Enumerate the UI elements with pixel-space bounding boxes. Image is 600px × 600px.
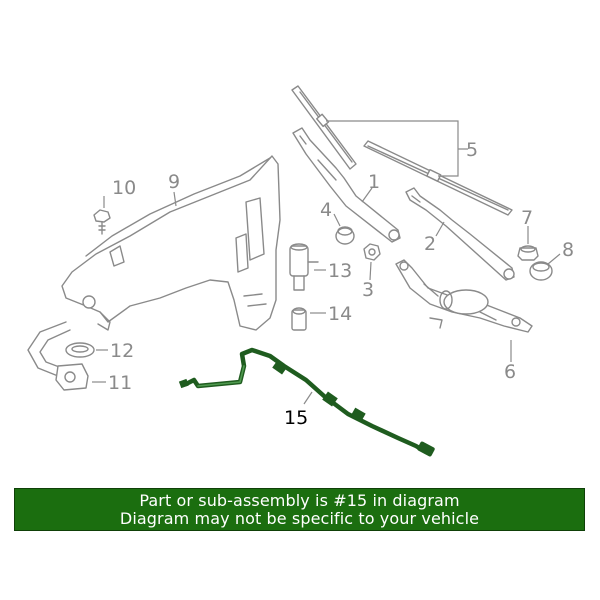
bushing-8 xyxy=(529,261,553,281)
wiper-linkage-6 xyxy=(395,259,533,333)
callout-14: 14 xyxy=(328,303,352,325)
callout-2: 2 xyxy=(424,233,436,255)
callout-1: 1 xyxy=(368,171,380,193)
callout-6: 6 xyxy=(504,361,516,383)
banner-line-1: Part or sub-assembly is #15 in diagram xyxy=(139,490,460,510)
wiper-arm-2 xyxy=(405,187,515,281)
callout-4: 4 xyxy=(320,199,332,221)
callout-11: 11 xyxy=(108,372,132,394)
callout-9: 9 xyxy=(168,171,180,193)
washer-reservoir-9 xyxy=(61,155,281,331)
leader-4 xyxy=(333,213,341,227)
wiper-blade-set xyxy=(291,85,513,216)
callout-13: 13 xyxy=(328,260,352,282)
callout-12: 12 xyxy=(110,340,134,362)
grommet-14 xyxy=(291,307,307,331)
leader-15 xyxy=(303,391,313,405)
pivot-cap-4 xyxy=(335,226,355,245)
callout-15: 15 xyxy=(284,407,308,429)
part-notice-banner: Part or sub-assembly is #15 in diagram D… xyxy=(14,488,585,531)
nut-3 xyxy=(363,243,381,261)
callout-3: 3 xyxy=(362,279,374,301)
callout-5: 5 xyxy=(466,139,478,161)
banner-line-2: Diagram may not be specific to your vehi… xyxy=(119,508,480,528)
bolt-10 xyxy=(93,209,111,235)
leader-8 xyxy=(547,253,561,265)
washer-hose-15 xyxy=(178,347,435,457)
callout-10: 10 xyxy=(112,177,136,199)
leader-3 xyxy=(369,261,372,281)
callout-7: 7 xyxy=(521,207,533,229)
seal-12 xyxy=(65,342,95,358)
filler-hose-11 xyxy=(27,321,89,391)
wiper-arm-1 xyxy=(292,127,401,243)
leader-9 xyxy=(173,191,177,207)
washer-pump-13 xyxy=(289,243,319,291)
callout-8: 8 xyxy=(562,239,574,261)
leader-1 xyxy=(361,187,373,203)
cap-7 xyxy=(517,245,539,261)
leader-2 xyxy=(435,221,445,237)
leader-5 xyxy=(326,120,468,177)
